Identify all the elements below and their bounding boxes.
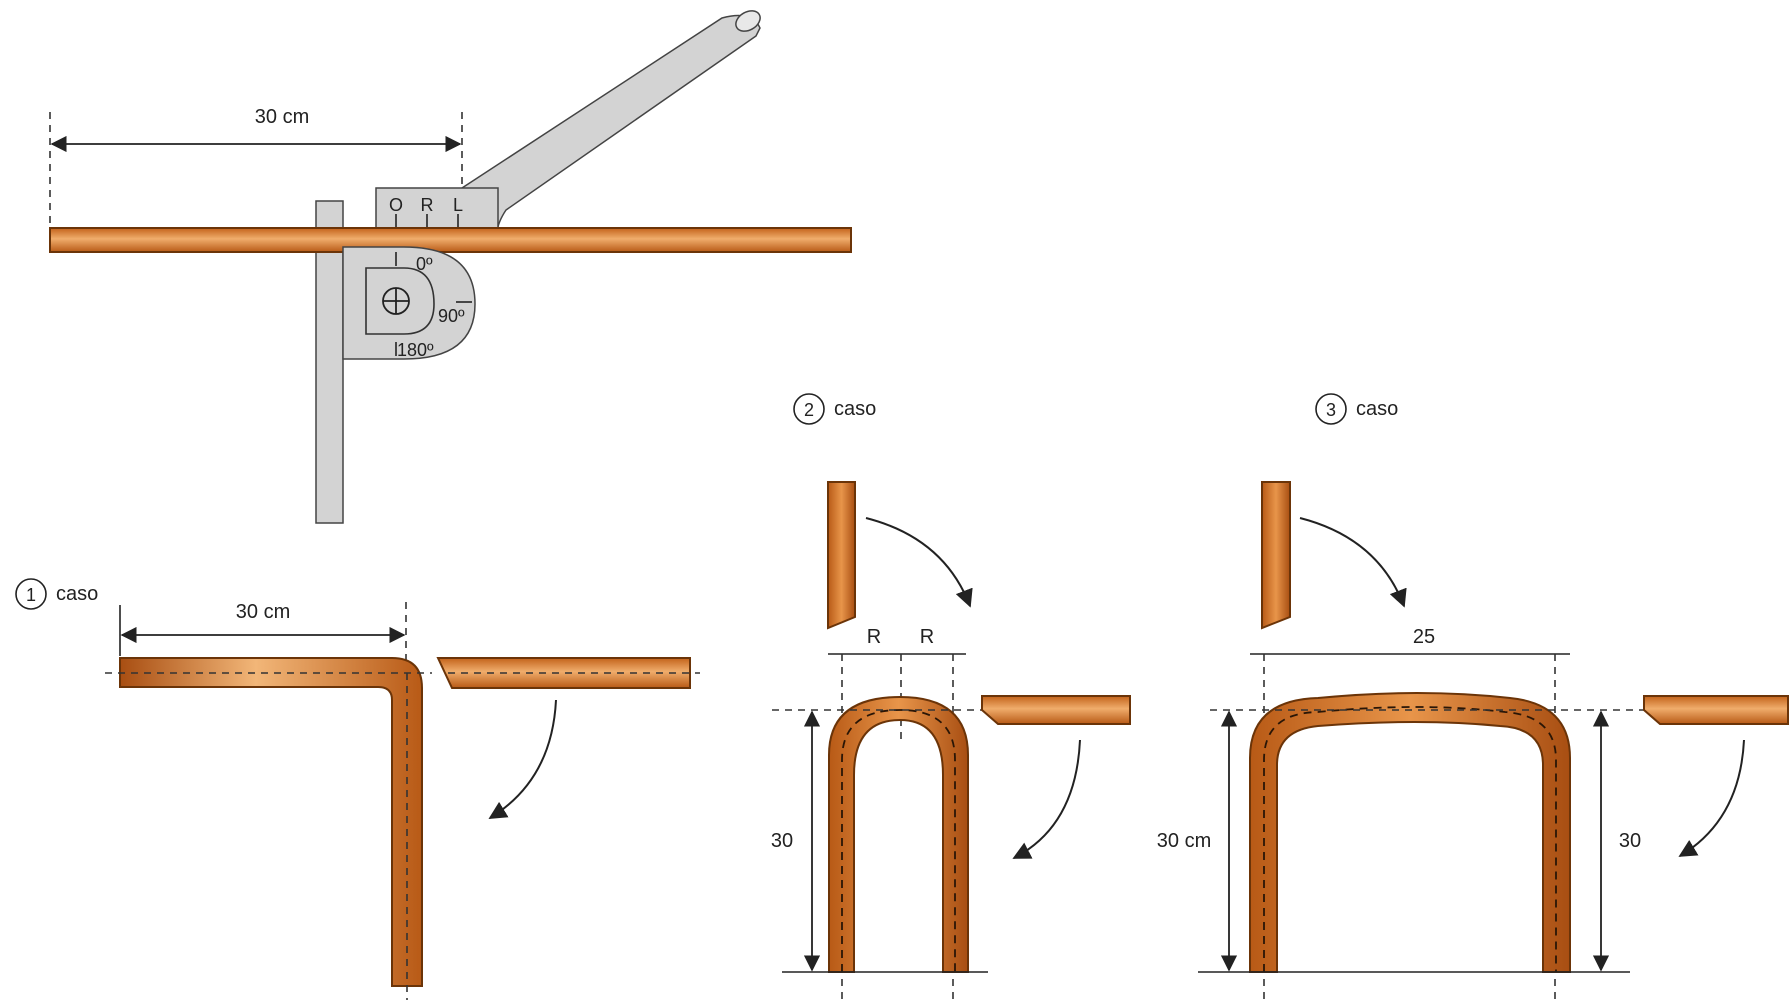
case-1-dimension-label: 30 cm xyxy=(236,601,290,623)
case-3-tube-piece-horizontal xyxy=(1643,695,1789,725)
case-3-tube-centerline xyxy=(1263,706,1557,972)
case-2-tube-centerline xyxy=(841,709,956,972)
case-2-radius-right: R xyxy=(920,626,934,648)
case-3: 3 caso 25 30 cm 30 xyxy=(1157,393,1789,1000)
case-2: 2 caso R R 30 xyxy=(771,393,1131,1000)
case-1-number: 1 xyxy=(26,585,36,605)
case-3-number: 3 xyxy=(1326,400,1336,420)
case-3-width-label: 25 xyxy=(1413,626,1435,648)
case-3-wide-u-tube xyxy=(1249,692,1571,973)
scale-mark-o: O xyxy=(389,195,403,215)
straight-tube xyxy=(49,227,852,253)
case-3-label: caso xyxy=(1356,398,1398,420)
handle-grip xyxy=(735,10,761,32)
case-2-top-arrow xyxy=(865,517,973,608)
case-2-radius-left: R xyxy=(867,626,881,648)
case-3-height-left-label: 30 cm xyxy=(1157,830,1211,852)
case-2-tube-piece-horizontal xyxy=(981,695,1131,725)
case-2-number: 2 xyxy=(804,400,814,420)
case-1-bend-arrow xyxy=(488,699,557,819)
angle-90-label: 90º xyxy=(438,306,465,326)
angle-0-label: 0º xyxy=(416,254,433,274)
bender-tool: 30 cm O R L 0º 90º 180º xyxy=(49,10,852,524)
case-1-number-badge xyxy=(15,578,47,610)
scale-mark-l: L xyxy=(453,195,463,215)
case-2-height-label: 30 xyxy=(771,830,793,852)
case-1-bent-tube xyxy=(119,657,423,987)
top-dimension-label: 30 cm xyxy=(255,106,309,128)
angle-180-label: 180º xyxy=(397,340,434,360)
case-1-tube-piece xyxy=(436,657,691,689)
bender-stand xyxy=(315,200,344,524)
case-2-label: caso xyxy=(834,398,876,420)
bender-handle xyxy=(461,14,761,233)
case-1-label: caso xyxy=(56,583,98,605)
case-3-top-arrow xyxy=(1299,517,1407,608)
case-2-number-badge xyxy=(793,393,825,425)
scale-mark-r: R xyxy=(421,195,434,215)
case-3-number-badge xyxy=(1315,393,1347,425)
case-2-bend-arrow xyxy=(1012,739,1081,859)
case-2-u-tube xyxy=(828,695,969,973)
case-2-tube-piece-vertical xyxy=(827,481,856,630)
case-3-height-right-label: 30 xyxy=(1619,830,1641,852)
case-3-tube-piece-vertical xyxy=(1261,481,1291,630)
case-1: 1 caso 30 cm xyxy=(15,578,700,1000)
case-3-bend-arrow xyxy=(1678,739,1745,857)
